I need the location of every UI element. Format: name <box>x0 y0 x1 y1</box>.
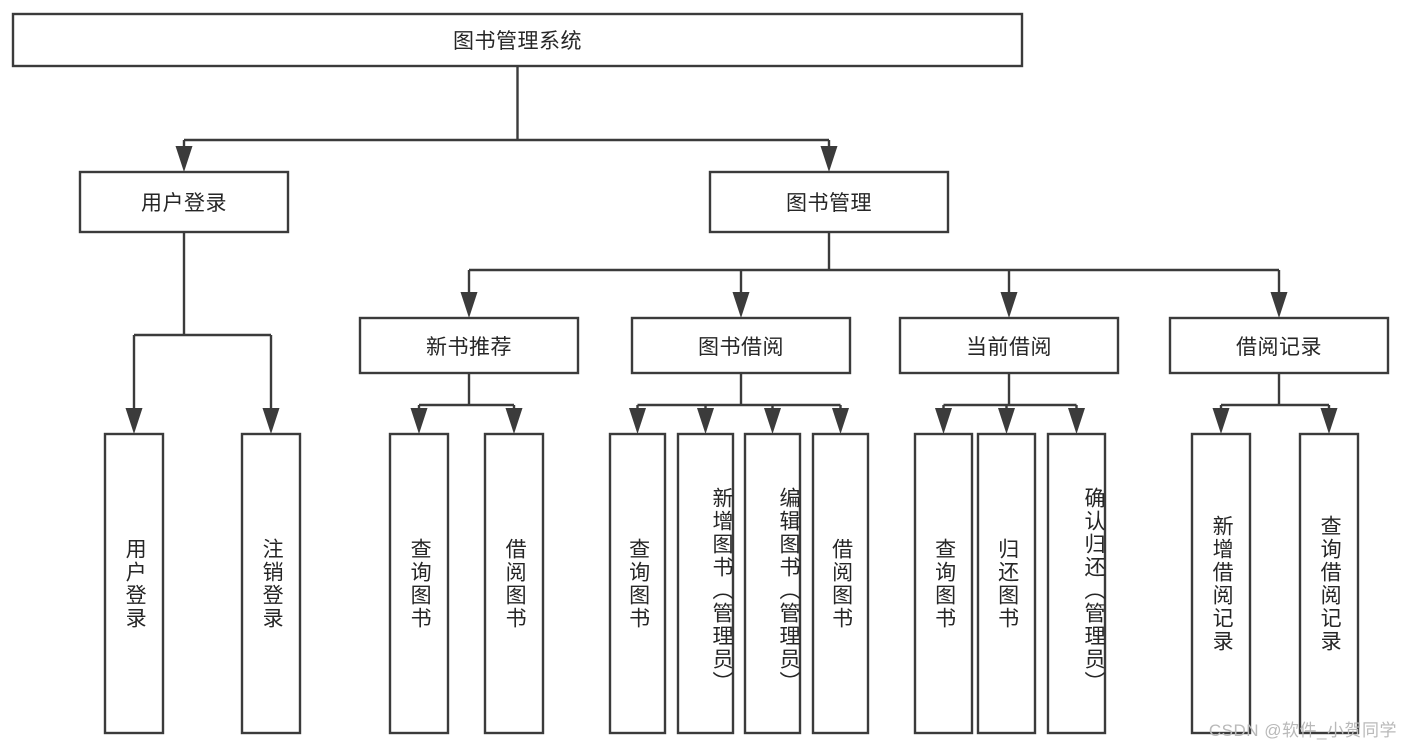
arrowhead-icon <box>732 292 750 318</box>
arrowhead-icon <box>1000 292 1018 318</box>
arrowhead-icon <box>1212 408 1230 434</box>
csdn-watermark: CSDN @软件_小贺同学 <box>1208 721 1397 740</box>
node-box-leaf-confirm-return[interactable] <box>1046 432 1107 735</box>
node-box-leaf-borrow-book[interactable] <box>811 432 870 735</box>
connector-group-root <box>175 66 838 172</box>
arrowhead-icon <box>1320 408 1338 434</box>
node-box-leaf-return-book[interactable] <box>976 432 1037 735</box>
node-box-book-borrow[interactable] <box>630 316 852 375</box>
arrowhead-icon <box>410 408 428 434</box>
node-box-leaf-query-book-rec[interactable] <box>388 432 450 735</box>
node-box-leaf-query-record[interactable] <box>1298 432 1360 735</box>
node-box-user-login[interactable] <box>78 170 290 234</box>
arrowhead-icon <box>505 408 523 434</box>
connector-group-book-manage <box>460 232 1288 318</box>
connector-group-borrow-record <box>1212 373 1338 434</box>
arrowhead-icon <box>998 408 1015 434</box>
arrowhead-icon <box>935 408 952 434</box>
arrowhead-icon <box>697 408 714 434</box>
node-box-leaf-query-book-cur[interactable] <box>913 432 974 735</box>
arrowhead-icon <box>629 408 646 434</box>
connector-group-user-login <box>125 232 280 434</box>
node-box-leaf-add-book[interactable] <box>676 432 735 735</box>
node-box-current-borrow[interactable] <box>898 316 1120 375</box>
node-box-book-manage[interactable] <box>708 170 950 234</box>
node-box-leaf-user-login[interactable] <box>103 432 165 735</box>
arrowhead-icon <box>125 408 143 434</box>
node-box-root[interactable] <box>11 12 1024 68</box>
arrowhead-icon <box>1068 408 1085 434</box>
connector-group-current-borrow <box>935 373 1085 434</box>
arrowhead-icon <box>764 408 781 434</box>
arrowhead-icon <box>175 146 193 172</box>
node-box-leaf-query-book-borrow[interactable] <box>608 432 667 735</box>
arrowhead-icon <box>820 146 838 172</box>
connector-group-book-borrow <box>629 373 849 434</box>
node-box-leaf-user-logout[interactable] <box>240 432 302 735</box>
arrowhead-icon <box>832 408 849 434</box>
node-box-borrow-record[interactable] <box>1168 316 1390 375</box>
arrowhead-icon <box>1270 292 1288 318</box>
node-box-new-book-recommend[interactable] <box>358 316 580 375</box>
arrowhead-icon <box>460 292 478 318</box>
node-box-leaf-borrow-book-rec[interactable] <box>483 432 545 735</box>
node-box-leaf-edit-book[interactable] <box>743 432 802 735</box>
arrowhead-icon <box>262 408 280 434</box>
node-box-leaf-add-record[interactable] <box>1190 432 1252 735</box>
connector-group-new-book-recommend <box>410 373 523 434</box>
